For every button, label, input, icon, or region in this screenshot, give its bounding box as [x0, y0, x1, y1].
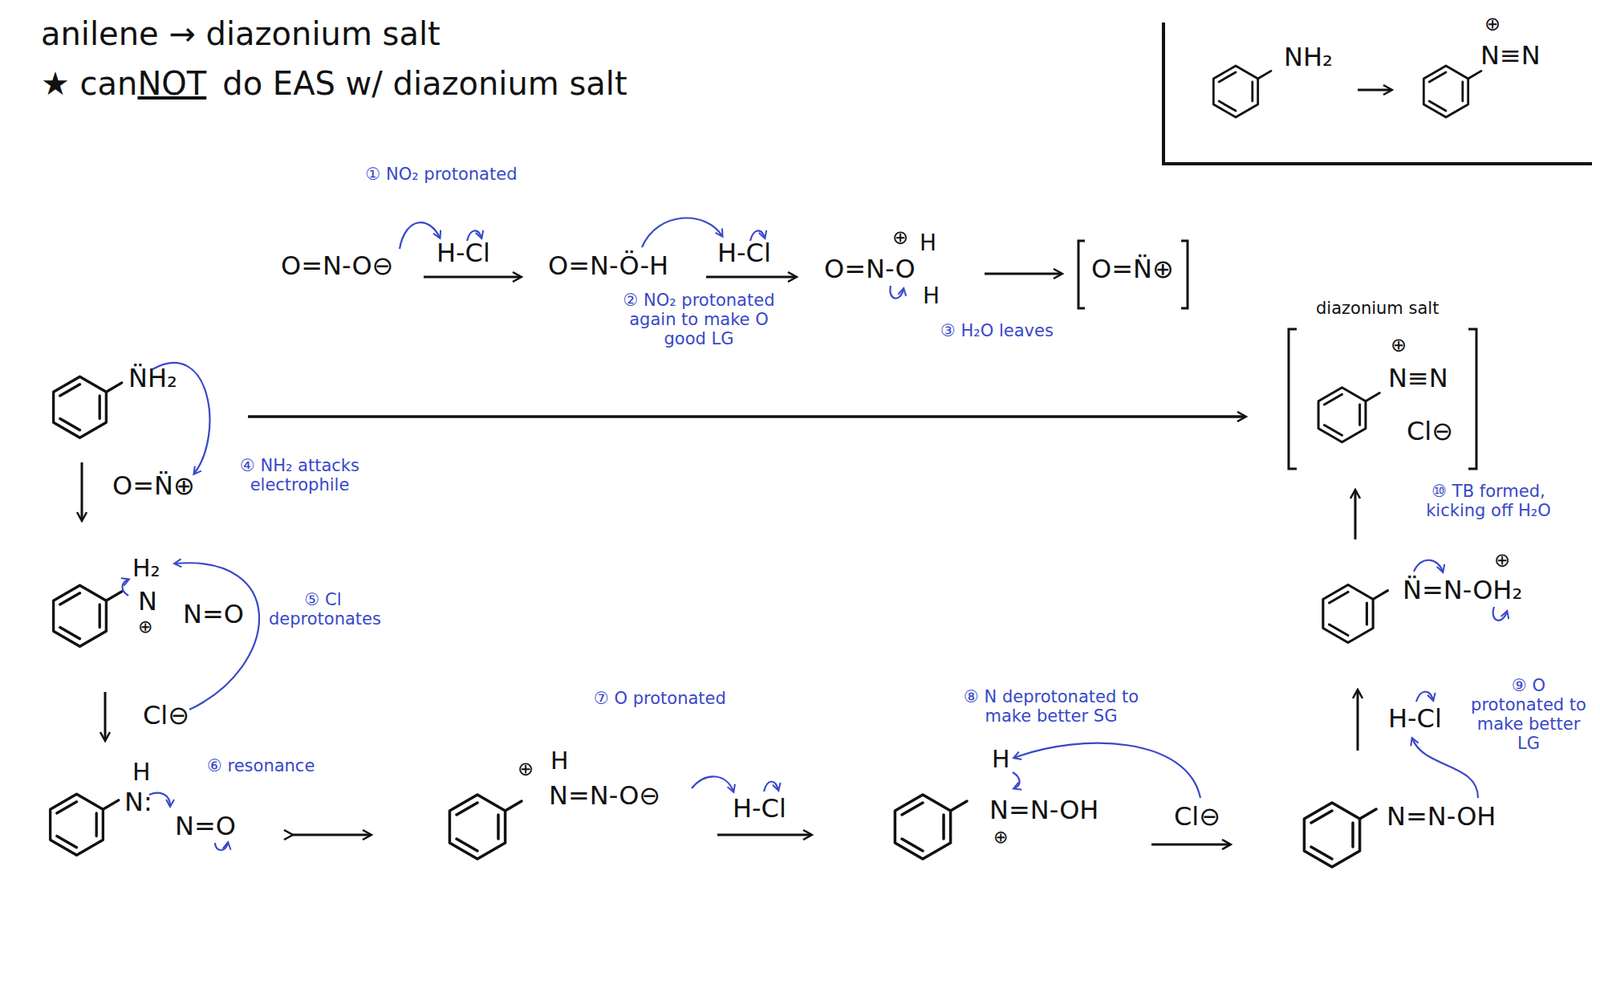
- frame-line: [1163, 22, 1592, 164]
- chem-formula: Cl⊖: [1406, 415, 1454, 447]
- step-annotation: ⑥ resonance: [207, 755, 315, 776]
- note-text: diazonium salt: [1315, 298, 1439, 319]
- chem-formula: O=N̈⊕: [1091, 253, 1174, 285]
- electron-arrow: [1412, 738, 1479, 798]
- electron-arrow: [889, 285, 904, 299]
- benzene-ring: [53, 376, 122, 438]
- chem-formula: ⊕: [892, 226, 909, 250]
- benzene-ring: [53, 584, 122, 646]
- benzene-ring: [1423, 65, 1482, 118]
- chem-formula: Cl⊖: [1173, 800, 1221, 832]
- reaction-arrow: [423, 276, 521, 279]
- chem-formula: H: [991, 744, 1011, 774]
- electron-arrow: [149, 792, 171, 806]
- benzene-ring: [1213, 65, 1272, 118]
- chem-formula: ⊕: [1390, 333, 1407, 358]
- bracket: [1288, 328, 1477, 469]
- chem-formula: Cl⊖: [142, 699, 190, 731]
- note-text: do EAS w/ diazonium salt: [222, 64, 627, 103]
- benzene-ring: [1303, 802, 1377, 867]
- reaction-arrow: [247, 414, 1246, 419]
- reaction-arrow: [984, 272, 1062, 276]
- electron-arrow: [174, 562, 260, 710]
- chem-formula: H: [922, 282, 940, 310]
- reaction-arrow: [1356, 690, 1360, 751]
- chem-formula: H: [919, 229, 937, 257]
- step-annotation: ⑧ N deprotonated to make better SG: [954, 686, 1148, 726]
- benzene-ring: [50, 793, 119, 855]
- chem-formula: N̈H₂: [128, 362, 178, 394]
- chem-formula: ⊕: [517, 757, 534, 781]
- reaction-arrow: [1354, 490, 1357, 540]
- note-text: ★ can: [40, 64, 138, 103]
- reaction-arrow: [81, 462, 84, 520]
- electron-arrow: [1012, 771, 1020, 788]
- benzene-ring: [894, 794, 967, 859]
- chem-formula: N≡N: [1388, 362, 1449, 394]
- chem-formula: H-Cl: [436, 237, 491, 269]
- chem-formula: NH₂: [1283, 41, 1333, 73]
- chem-formula: N̈=N-OH₂: [1402, 574, 1523, 606]
- benzene-ring: [449, 794, 522, 859]
- chem-formula: N: [138, 585, 158, 617]
- title-text: anilene → diazonium salt: [40, 14, 441, 53]
- chem-formula: ⊕: [1494, 548, 1511, 573]
- electron-arrow: [691, 775, 734, 792]
- electron-arrow: [122, 579, 130, 596]
- chem-formula: N=N-OH: [989, 794, 1099, 825]
- chem-formula: N=N-OH: [1386, 800, 1496, 832]
- benzene-ring: [1318, 387, 1380, 443]
- electron-arrow: [215, 842, 228, 850]
- reaction-arrow: [104, 691, 107, 740]
- reaction-arrow: [706, 276, 796, 279]
- electron-arrow: [1413, 560, 1443, 572]
- reaction-arrow: [717, 833, 812, 837]
- electron-arrow: [763, 781, 779, 792]
- step-annotation: ③ H₂O leaves: [940, 320, 1054, 341]
- bracket: [1078, 240, 1188, 309]
- note-text: NOT: [137, 64, 207, 103]
- chem-formula: N=N-O⊖: [548, 779, 661, 811]
- electron-arrow: [1014, 743, 1201, 798]
- step-annotation: ⑨ O protonated to make better LG: [1468, 675, 1589, 754]
- electron-arrow: [399, 222, 440, 249]
- chem-formula: O=N̈⊕: [112, 470, 195, 501]
- electron-arrow: [1416, 691, 1434, 702]
- step-annotation: ④ NH₂ attacks electrophile: [229, 455, 370, 495]
- chem-formula: O=N-O⊖: [280, 250, 394, 281]
- chem-formula: N≡N: [1480, 40, 1541, 71]
- chem-formula: H: [132, 757, 151, 787]
- chem-formula: H-Cl: [717, 237, 772, 269]
- chem-formula: H-Cl: [1388, 702, 1442, 734]
- chem-formula: H₂: [132, 553, 161, 583]
- chem-formula: N:: [124, 786, 153, 817]
- step-annotation: ① NO₂ protonated: [353, 164, 530, 184]
- chem-formula: O=N-Ö-H: [548, 250, 669, 281]
- electron-arrow: [1493, 606, 1507, 621]
- chem-formula: H: [550, 746, 569, 776]
- chem-formula: ⊕: [138, 616, 153, 638]
- reaction-arrow: [1151, 843, 1231, 846]
- electron-arrow: [641, 218, 723, 248]
- step-annotation: ⑩ TB formed, kicking off H₂O: [1408, 481, 1569, 520]
- chem-formula: ⊕: [993, 826, 1008, 848]
- resonance-arrow: [292, 833, 371, 837]
- step-annotation: ② NO₂ protonated again to make O good LG: [614, 290, 784, 349]
- reaction-arrow: [1357, 89, 1392, 92]
- chem-formula: N=O: [174, 810, 236, 841]
- chem-formula: O=N-O: [824, 253, 916, 285]
- step-annotation: ⑦ O protonated: [593, 688, 727, 708]
- benzene-ring: [1323, 584, 1389, 643]
- step-annotation: ⑤ Cl deprotonates: [268, 589, 378, 629]
- chem-formula: H-Cl: [732, 792, 787, 824]
- chem-formula: N=O: [182, 598, 244, 630]
- chem-formula: ⊕: [1484, 12, 1501, 37]
